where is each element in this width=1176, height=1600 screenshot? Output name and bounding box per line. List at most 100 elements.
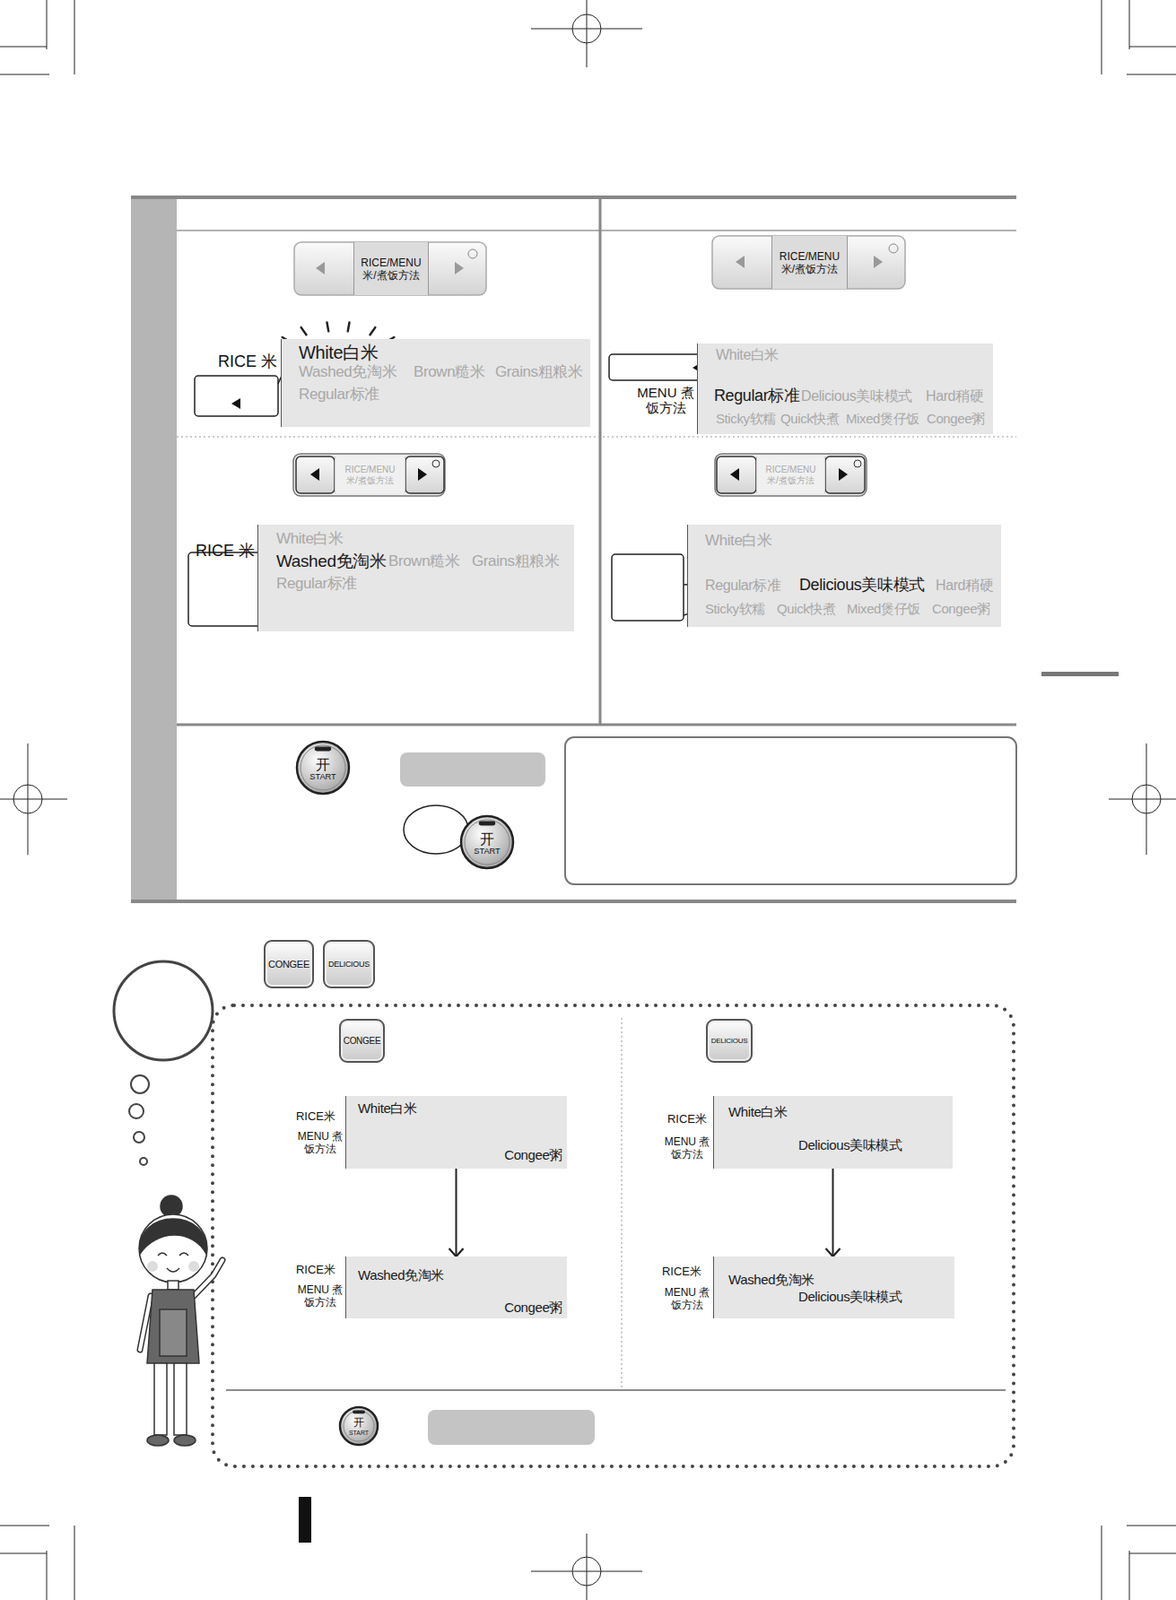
woman-illustration [193, 1260, 223, 1297]
button-label: RICE/MENU 米/煮饭方法 [339, 464, 402, 487]
display-item: Congee粥 [504, 1147, 563, 1164]
control-panel [294, 242, 487, 296]
crop-mark [0, 1525, 75, 1600]
control-panel [310, 468, 320, 481]
display-item: Hard稍硬 [925, 387, 984, 405]
display-caption: MENU 煮饭方法 [296, 1283, 344, 1309]
indicator-lamp [314, 746, 332, 751]
display-item: Sticky软糯 [705, 601, 766, 618]
woman-illustration [188, 1261, 200, 1272]
display-item: White白米 [357, 1100, 418, 1117]
button-label: CONGEE [268, 958, 310, 970]
panel-frame [130, 899, 1017, 904]
control-panel [405, 456, 445, 494]
button-label: START [338, 1430, 380, 1438]
control-panel [432, 460, 440, 468]
control-panel [315, 261, 325, 275]
display-item: Regular标准 [276, 574, 358, 593]
display-caption: MENU 煮饭方法 [663, 1135, 711, 1161]
display-item: White白米 [298, 341, 378, 364]
control-panel [712, 235, 906, 289]
display-caption: RICE米 [293, 1263, 339, 1278]
woman-illustration [157, 1253, 189, 1256]
mode-key: DELICIOUS [322, 940, 375, 989]
button-label: RICE/MENU 米/煮饭方法 [759, 464, 823, 487]
button-label: START [295, 773, 351, 782]
registration-mark [1108, 743, 1176, 855]
display-item: Mixed煲仔饭 [846, 601, 921, 618]
crop-mark [1101, 1525, 1176, 1600]
woman-illustration [166, 1268, 180, 1272]
display-item: Delicious美味模式 [798, 1289, 903, 1306]
control-panel [418, 468, 427, 481]
registration-mark [531, 1533, 643, 1600]
control-panel [888, 243, 898, 253]
panel-frame [130, 197, 1119, 1543]
display-caption: RICE米 [293, 1109, 339, 1124]
lcd-display: White白米Regular标准Delicious美味模式Hard稍硬Stick… [696, 343, 994, 435]
indicator-lamp [479, 820, 497, 826]
display-item: Brown糙米 [413, 363, 485, 382]
display-item: Washed免淘米 [276, 551, 386, 573]
display-item: Delicious美味模式 [798, 1137, 903, 1154]
lcd-display: White白米 Delicious美味模式 [713, 1096, 953, 1169]
display-item: Mixed煲仔饭 [845, 410, 920, 427]
lcd-display: Washed免淘米Congee粥 [345, 1256, 567, 1319]
panel-frame [599, 197, 602, 725]
thought-bubble [130, 1075, 149, 1094]
lcd-display: Washed免淘米Delicious美味模式 [713, 1256, 955, 1319]
callout-box [609, 354, 706, 381]
woman-illustration [174, 1363, 187, 1436]
lcd-display: White白米Washed免淘米Brown糙米Grains粗粮米Regular标… [257, 524, 575, 632]
button-label: 开 [295, 757, 351, 772]
control-button: RICE/MENU 米/煮饭方法 [334, 456, 406, 494]
tip-frame [212, 1005, 1014, 1467]
blink-ray [326, 322, 329, 332]
control-panel [730, 468, 740, 481]
display-item: Regular标准 [298, 385, 380, 404]
callout-box [188, 552, 262, 627]
display-item: Congee粥 [504, 1299, 563, 1316]
control-button: RICE/MENU 米/煮饭方法 [756, 456, 826, 494]
button-label: START [459, 847, 515, 856]
panel-frame [130, 195, 1017, 200]
button-label: RICE/MENU 米/煮饭方法 [775, 250, 845, 276]
display-caption: MENU 煮饭方法 [635, 384, 696, 416]
mode-key: CONGEE [263, 940, 314, 989]
control-panel [296, 456, 335, 494]
display-item: Delicious美味模式 [799, 575, 925, 596]
button-label: DELICIOUS [711, 1036, 748, 1046]
display-item: Quick快煮 [776, 601, 837, 618]
flow-arrow [455, 1168, 458, 1257]
cursor-marker [231, 398, 241, 410]
display-item: Washed免淘米 [728, 1271, 815, 1289]
display-item: White白米 [728, 1104, 788, 1121]
crop-mark [0, 0, 75, 75]
woman-illustration [154, 1363, 167, 1436]
panel-frame [176, 723, 1017, 727]
button-label: CONGEE [343, 1036, 382, 1046]
flow-arrow [832, 1168, 835, 1257]
note-box [427, 1410, 595, 1446]
display-item: Washed免淘米 [298, 363, 397, 382]
display-item: Delicious美味模式 [801, 387, 913, 405]
control-panel [714, 453, 867, 497]
display-caption: MENU 煮饭方法 [663, 1286, 711, 1312]
display-item: Quick快煮 [780, 410, 840, 427]
display-item: Congee粥 [926, 410, 985, 427]
start-button: 开START [338, 1405, 380, 1447]
thought-bubble [113, 961, 213, 1166]
control-panel [468, 249, 478, 259]
note-box [400, 737, 1017, 1446]
display-item: Sticky软糯 [715, 410, 776, 427]
registration-mark [0, 743, 68, 855]
panel-frame [176, 229, 1017, 232]
registration-mark [531, 0, 643, 68]
display-caption: RICE 米 [189, 540, 262, 561]
thought-bubble [129, 1104, 144, 1119]
woman-illustration [167, 1280, 179, 1290]
button-label: DELICIOUS [328, 959, 370, 969]
display-item: Hard稍硬 [935, 576, 994, 594]
mode-key: DELICIOUS [705, 1019, 753, 1063]
